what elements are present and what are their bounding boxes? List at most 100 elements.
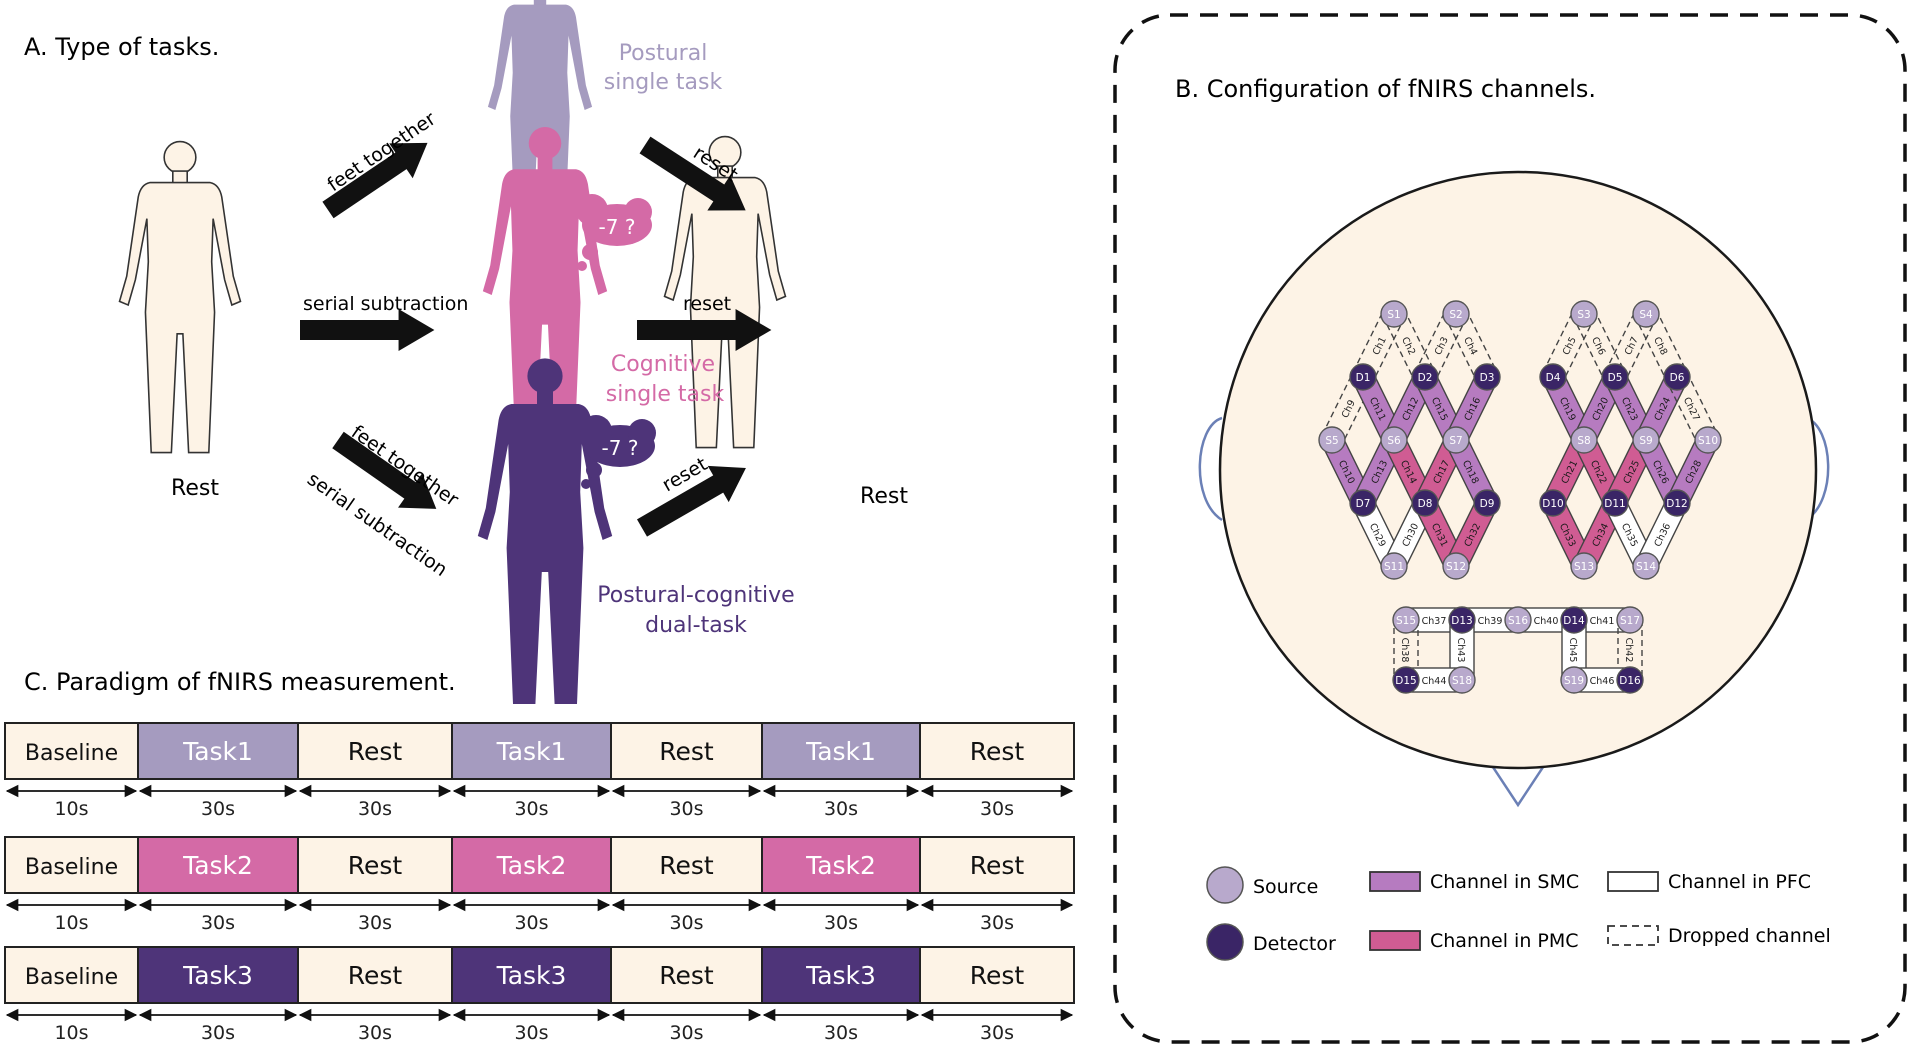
duration-marker: 30s — [762, 784, 920, 820]
task-block: Task2 — [451, 836, 612, 894]
duration-label: 30s — [201, 1022, 235, 1044]
block-rect — [761, 836, 921, 894]
block-label: Task2 — [805, 851, 876, 880]
rest-figure-left — [118, 140, 242, 454]
block-rect — [610, 836, 763, 894]
block-rect — [919, 722, 1075, 780]
detector-d3: D3 — [1473, 363, 1501, 391]
optode-label: S16 — [1508, 615, 1528, 627]
optode-marker — [1570, 552, 1598, 580]
detector-d6: D6 — [1663, 363, 1691, 391]
optode-marker — [1442, 300, 1470, 328]
duration-marker: 10s — [5, 898, 138, 934]
optode-label: S19 — [1564, 675, 1584, 687]
detector-d16: D16 — [1616, 666, 1644, 694]
duration-marker: 30s — [920, 898, 1074, 934]
optode-marker — [1616, 666, 1644, 694]
optode-marker — [1448, 666, 1476, 694]
optode-marker — [1570, 300, 1598, 328]
task-block: Task3 — [451, 946, 612, 1004]
block-label: Task3 — [805, 961, 876, 990]
duration-label: 30s — [824, 798, 858, 820]
channel-label: Ch41 — [1590, 616, 1615, 627]
optode-label: D15 — [1395, 675, 1416, 687]
legend-pfc-label: Channel in PFC — [1668, 871, 1811, 893]
optode-label: D8 — [1418, 498, 1433, 510]
block-label: Baseline — [25, 741, 118, 766]
detector-d11: D11 — [1601, 489, 1629, 517]
optode-marker — [1349, 489, 1377, 517]
duration-marker: 10s — [5, 1008, 138, 1044]
channel-label: Ch39 — [1478, 616, 1503, 627]
panel-b-frame — [1113, 13, 1907, 1044]
source-s5: S5 — [1318, 426, 1346, 454]
head-circle — [1218, 170, 1818, 770]
duration-marker: 30s — [452, 784, 611, 820]
duration-marker: 30s — [452, 1008, 611, 1044]
duration-label: 30s — [358, 1022, 392, 1044]
rest-label-right: Rest — [860, 484, 908, 509]
optode-marker — [1632, 300, 1660, 328]
optode-marker — [1473, 363, 1501, 391]
task-block: Task2 — [137, 836, 299, 894]
task-block: Task2 — [761, 836, 921, 894]
optode-marker — [1601, 489, 1629, 517]
optode-label: S13 — [1574, 561, 1594, 573]
rest-block: Rest — [919, 946, 1075, 1004]
duration-label: 30s — [201, 798, 235, 820]
optode-marker — [1392, 666, 1420, 694]
optode-marker — [1442, 426, 1470, 454]
block-label: Baseline — [25, 855, 118, 880]
block-label: Rest — [970, 851, 1025, 880]
source-s1: S1 — [1380, 300, 1408, 328]
block-rect — [451, 836, 612, 894]
block-label: Rest — [659, 851, 714, 880]
duration-label: 30s — [669, 1022, 703, 1044]
duration-label: 30s — [669, 798, 703, 820]
optode-marker — [1539, 489, 1567, 517]
legend: Source Detector Channel in SMC Channel i… — [1206, 866, 1831, 961]
legend-detector-label: Detector — [1253, 933, 1336, 955]
optode-label: S11 — [1384, 561, 1404, 573]
dual-task-figure — [477, 358, 613, 704]
legend-detector-marker — [1206, 923, 1244, 961]
optode-label: D11 — [1604, 498, 1625, 510]
thought-bubble-dual: -7 ? — [580, 415, 656, 489]
optode-marker — [1411, 489, 1439, 517]
cognitive-label-1: Cognitive — [611, 352, 715, 377]
svg-text:-7 ?: -7 ? — [599, 215, 636, 239]
block-label: Task3 — [182, 961, 253, 990]
optode-marker — [1632, 552, 1660, 580]
optode-marker — [1539, 363, 1567, 391]
channel-label: Ch45 — [1567, 638, 1578, 663]
duration-marker: 30s — [611, 1008, 762, 1044]
detector-d15: D15 — [1392, 666, 1420, 694]
legend-pmc-label: Channel in PMC — [1430, 930, 1579, 952]
optode-marker — [1380, 552, 1408, 580]
legend-source-label: Source — [1253, 876, 1318, 898]
duration-marker: 30s — [138, 1008, 298, 1044]
optode-marker — [1504, 606, 1532, 634]
source-s17: S17 — [1616, 606, 1644, 634]
optode-label: S12 — [1446, 561, 1466, 573]
duration-marker: 30s — [138, 898, 298, 934]
optode-label: D13 — [1451, 615, 1472, 627]
rest-label-left: Rest — [171, 476, 219, 501]
channel-label: Ch46 — [1590, 676, 1615, 687]
block-label: Task1 — [496, 737, 567, 766]
left-ear — [1198, 416, 1223, 522]
source-s3: S3 — [1570, 300, 1598, 328]
detector-d8: D8 — [1411, 489, 1439, 517]
duration-label: 30s — [669, 912, 703, 934]
block-label: Task1 — [182, 737, 253, 766]
optode-label: D2 — [1418, 372, 1433, 384]
block-label: Rest — [659, 961, 714, 990]
source-s14: S14 — [1632, 552, 1660, 580]
right-ear — [1805, 416, 1830, 522]
duration-label: 30s — [201, 912, 235, 934]
block-rect — [137, 722, 299, 780]
optode-label: S1 — [1387, 309, 1400, 321]
